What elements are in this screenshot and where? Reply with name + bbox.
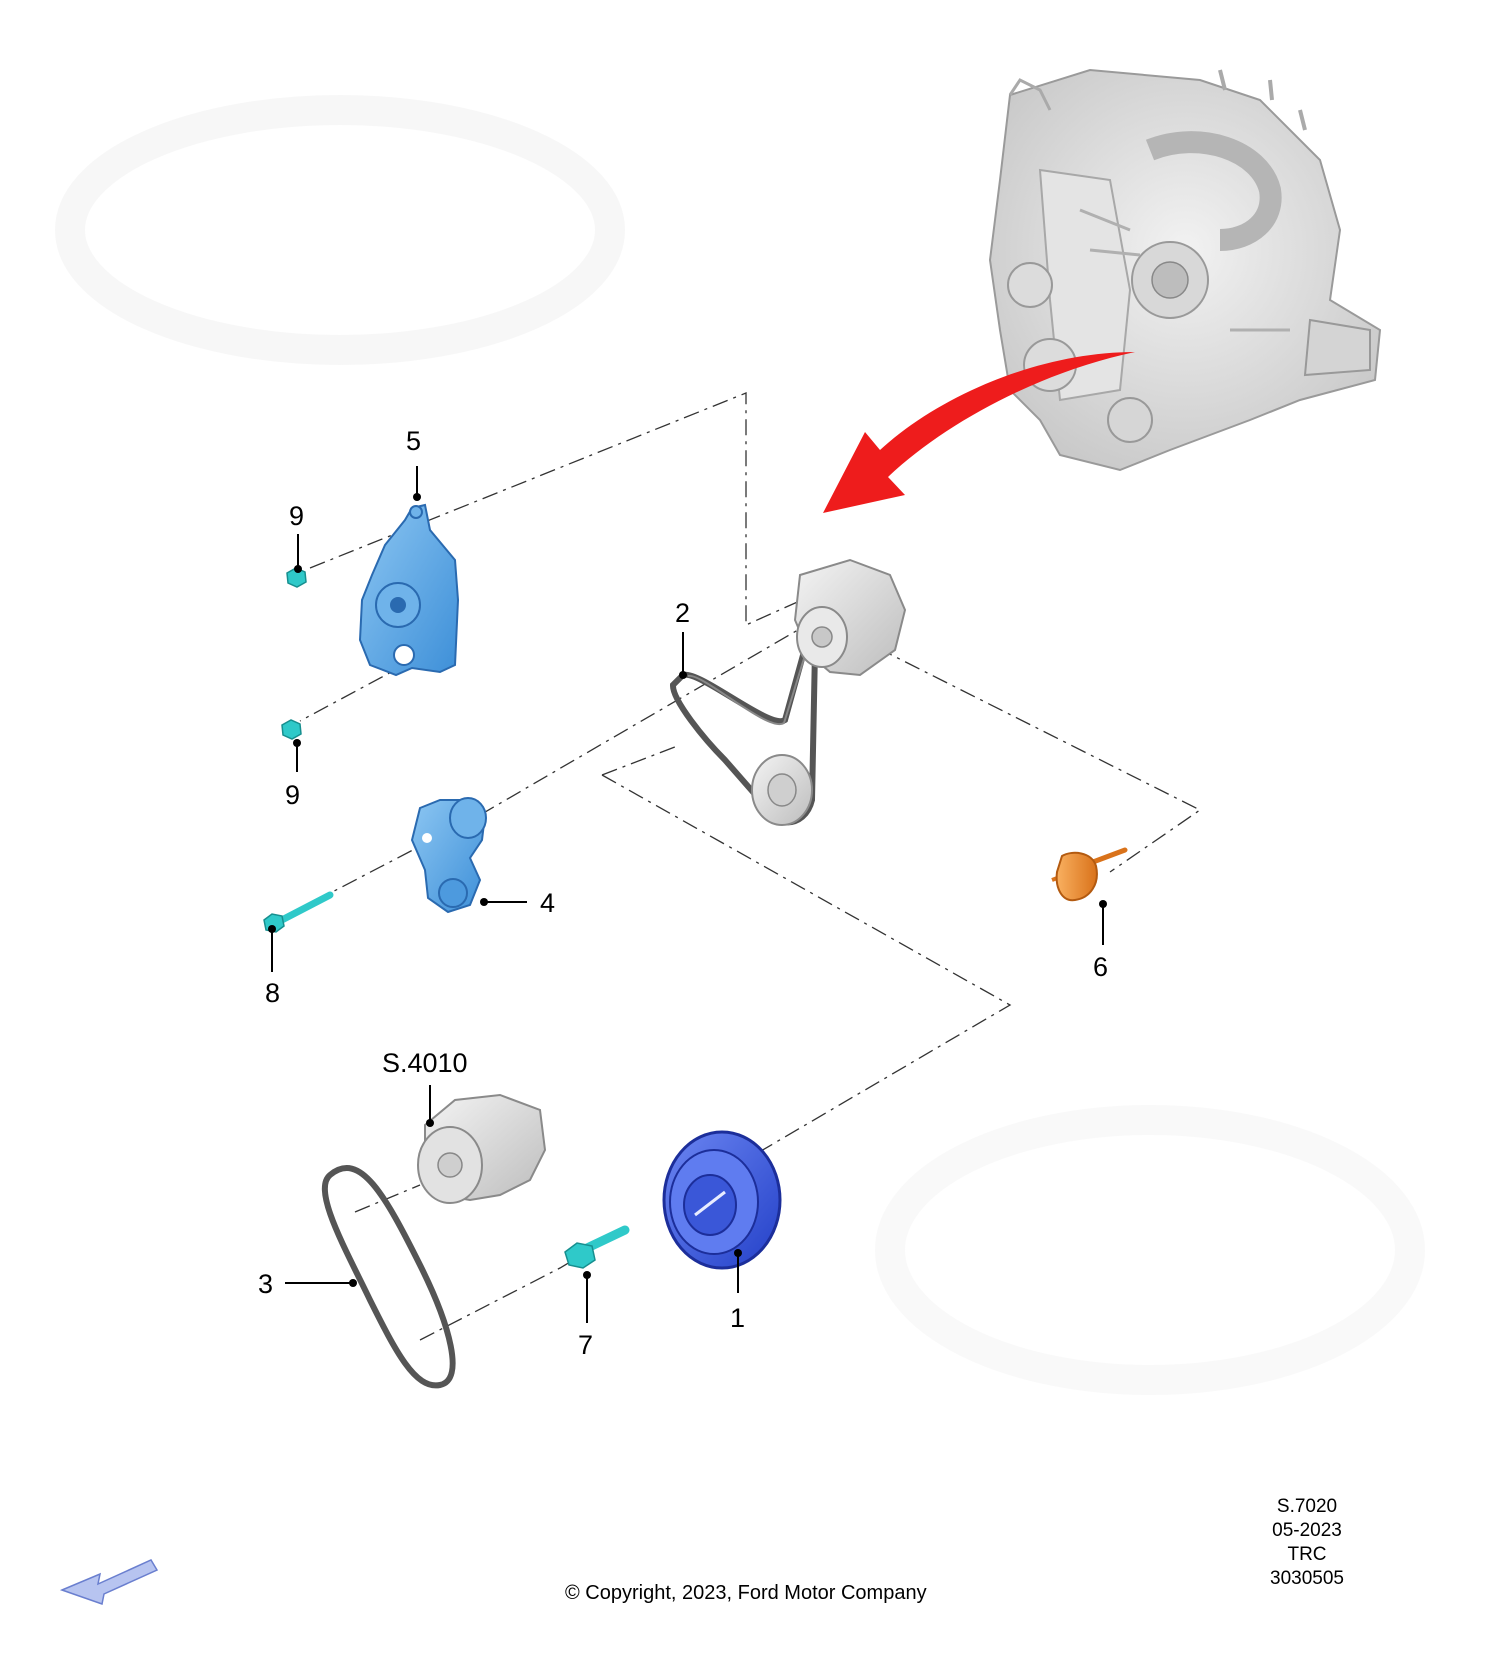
callout-2: 2: [675, 598, 691, 628]
callout-9-lower: 9: [285, 780, 301, 810]
callout-8: 8: [265, 978, 281, 1008]
callout-4: 4: [540, 888, 556, 918]
tensioner-bolt-part[interactable]: [263, 891, 334, 933]
water-pump-part[interactable]: [417, 1093, 547, 1204]
orange-pulley-part[interactable]: [1051, 847, 1128, 902]
callout-s4010: S.4010: [382, 1048, 468, 1078]
section-code: S.7020: [1276, 1496, 1338, 1517]
idler-pulley-part[interactable]: [751, 754, 813, 826]
crankshaft-bolt-part[interactable]: [564, 1225, 630, 1269]
crankshaft-damper-part[interactable]: [662, 1130, 782, 1270]
front-cover-part[interactable]: [358, 503, 460, 677]
callout-leaders: [268, 466, 1107, 1323]
previous-page-arrow-icon[interactable]: [59, 1559, 159, 1605]
alternator-part[interactable]: [793, 558, 907, 677]
callout-5: 5: [406, 426, 422, 456]
callout-6: 6: [1093, 952, 1109, 982]
location-arrow-icon: [823, 352, 1135, 513]
region-code: TRC: [1287, 1544, 1327, 1565]
callout-3: 3: [258, 1269, 274, 1299]
background-watermark: [55, 95, 1425, 1395]
reference-block: S.7020 05-2023 TRC 3030505: [1270, 1495, 1344, 1591]
engine-assembly-illustration: [988, 68, 1382, 472]
water-pump-belt-part[interactable]: [321, 1165, 456, 1389]
callout-1: 1: [730, 1303, 746, 1333]
callout-7: 7: [578, 1330, 594, 1360]
copyright-notice: © Copyright, 2023, Ford Motor Company: [565, 1582, 927, 1604]
nut-part-lower[interactable]: [281, 719, 302, 740]
callout-9-upper: 9: [289, 501, 305, 531]
tensioner-part[interactable]: [410, 797, 487, 914]
illustration-number: 3030505: [1270, 1568, 1344, 1589]
revision-date: 05-2023: [1272, 1520, 1342, 1541]
